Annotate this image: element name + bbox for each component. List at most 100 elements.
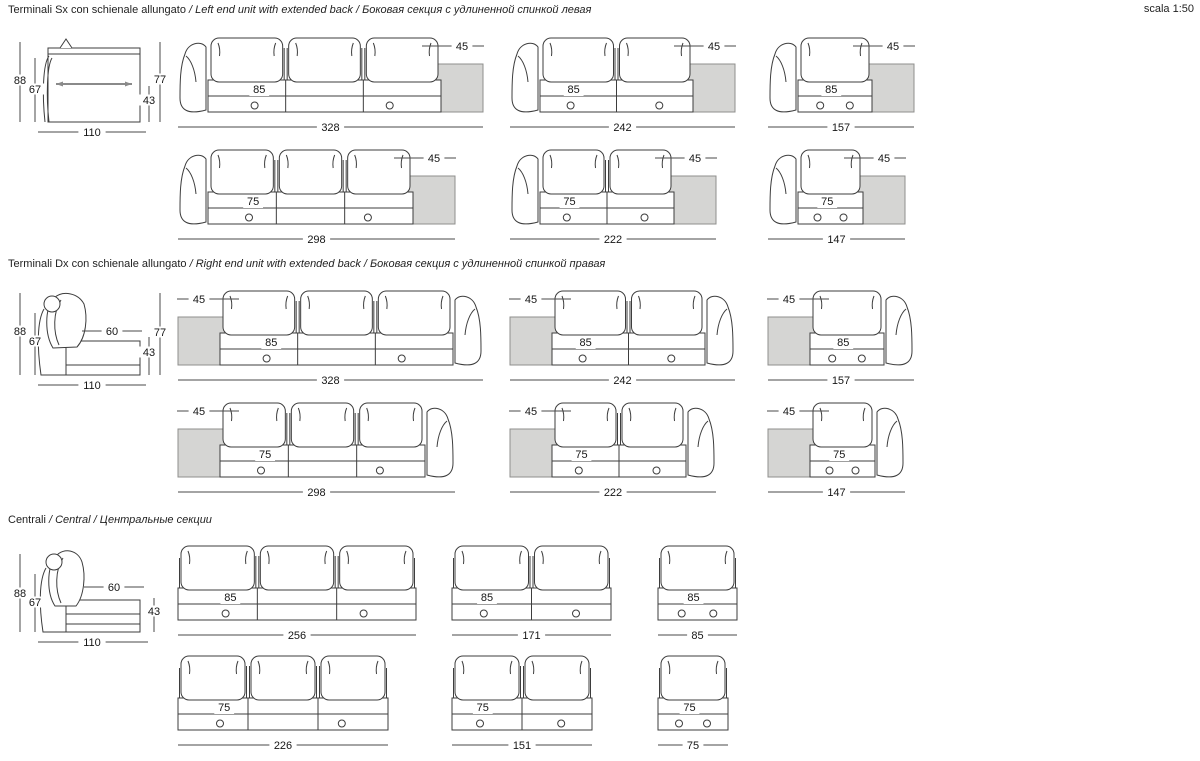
armrest-crease: [886, 420, 898, 448]
back-cushion: [621, 402, 684, 448]
caster-foot: [479, 609, 488, 618]
dimension-label: 45: [887, 41, 899, 53]
dimension-label: 75: [218, 702, 230, 714]
dimension-label: 85: [580, 337, 592, 349]
armrest-crease: [895, 308, 907, 336]
back-cushion: [210, 37, 284, 83]
caster-foot: [845, 101, 854, 110]
label-mask: [144, 605, 164, 617]
dimension-label: 88: [14, 326, 26, 338]
label-mask: [508, 739, 536, 751]
label-mask: [687, 629, 708, 641]
arm-profile: [42, 55, 50, 123]
caster-foot: [825, 466, 834, 475]
cushion-crease: [807, 42, 811, 57]
dimension-label: 151: [513, 740, 531, 752]
back-cushion: [800, 149, 861, 195]
cushion-crease: [273, 42, 277, 57]
label-mask: [249, 84, 270, 96]
armrest-outline: [454, 295, 482, 366]
cushion-crease: [579, 660, 583, 675]
label-mask: [10, 325, 30, 337]
cushion-crease: [606, 407, 610, 422]
caster-foot: [385, 101, 394, 110]
caster-foot: [828, 354, 837, 363]
caster-foot: [816, 101, 825, 110]
cushion-crease: [440, 295, 444, 310]
back-cushion: [800, 37, 870, 83]
dimension-label: 45: [525, 406, 537, 418]
back-cushion: [377, 290, 451, 336]
label-mask: [25, 83, 45, 95]
cushion-crease: [859, 42, 863, 57]
cushion-crease: [264, 154, 267, 169]
dimension-label: 45: [783, 406, 795, 418]
label-mask: [833, 337, 854, 349]
dimension-label: 147: [827, 487, 845, 499]
cushion-crease: [819, 407, 823, 422]
caster-foot: [677, 609, 686, 618]
back-cushion: [210, 149, 274, 195]
armrest: [426, 407, 454, 478]
dimension-label: 67: [29, 597, 41, 609]
cushion-crease: [724, 550, 728, 565]
label-mask: [101, 325, 123, 337]
label-mask: [571, 449, 592, 461]
armrest-crease: [697, 420, 709, 448]
dimension-label: 60: [106, 326, 118, 338]
label-mask: [679, 702, 700, 714]
cushion-crease: [403, 550, 407, 565]
cushion-crease: [285, 154, 289, 169]
section-title-en: Left end unit with extended back: [195, 4, 353, 16]
cushion-crease: [616, 154, 620, 169]
caster-foot: [250, 101, 259, 110]
label-mask: [316, 374, 345, 386]
cushion-crease: [217, 154, 221, 169]
back-cushion: [365, 37, 439, 83]
label-mask: [608, 374, 637, 386]
dimension-label: 75: [563, 196, 575, 208]
label-mask: [599, 233, 627, 245]
cushion-crease: [332, 154, 336, 169]
dimension-label: 45: [783, 294, 795, 306]
caster-foot: [667, 354, 676, 363]
dimension-label: 43: [143, 347, 155, 359]
label-mask: [243, 196, 263, 208]
back-cushion: [660, 545, 735, 591]
dimension-label: 222: [604, 487, 622, 499]
dimension-label: 85: [837, 337, 849, 349]
dimension-label: 43: [148, 606, 160, 618]
back-cushion: [542, 149, 605, 195]
label-mask: [599, 486, 627, 498]
armrest-outline: [769, 42, 797, 113]
cushion-crease: [346, 550, 349, 565]
section-title-it: Terminali Sx con schienale allungato: [8, 4, 186, 16]
label-mask: [214, 702, 235, 714]
cushion-crease: [344, 407, 348, 422]
back-cushion: [300, 290, 373, 336]
label-mask: [682, 739, 704, 751]
dimension-label: 85: [224, 592, 236, 604]
back-cushion: [554, 290, 626, 336]
cushion-crease: [807, 154, 811, 169]
dimension-label: 75: [259, 449, 271, 461]
dimension-label: 75: [575, 449, 587, 461]
cushion-crease: [187, 550, 191, 565]
cushion-crease: [715, 660, 719, 675]
caster-foot: [562, 213, 571, 222]
cushion-crease: [229, 407, 233, 422]
caster-foot: [245, 213, 253, 222]
cushion-crease: [598, 550, 602, 565]
label-mask: [477, 592, 497, 604]
caster-foot: [574, 466, 583, 475]
dimension-label: 110: [83, 380, 101, 392]
cushion-crease: [628, 407, 632, 422]
cushion-crease: [692, 295, 696, 310]
dimension-label: 85: [481, 592, 493, 604]
dimension-label: 298: [307, 234, 325, 246]
label-mask: [423, 152, 445, 164]
armrest-outline: [706, 295, 734, 366]
